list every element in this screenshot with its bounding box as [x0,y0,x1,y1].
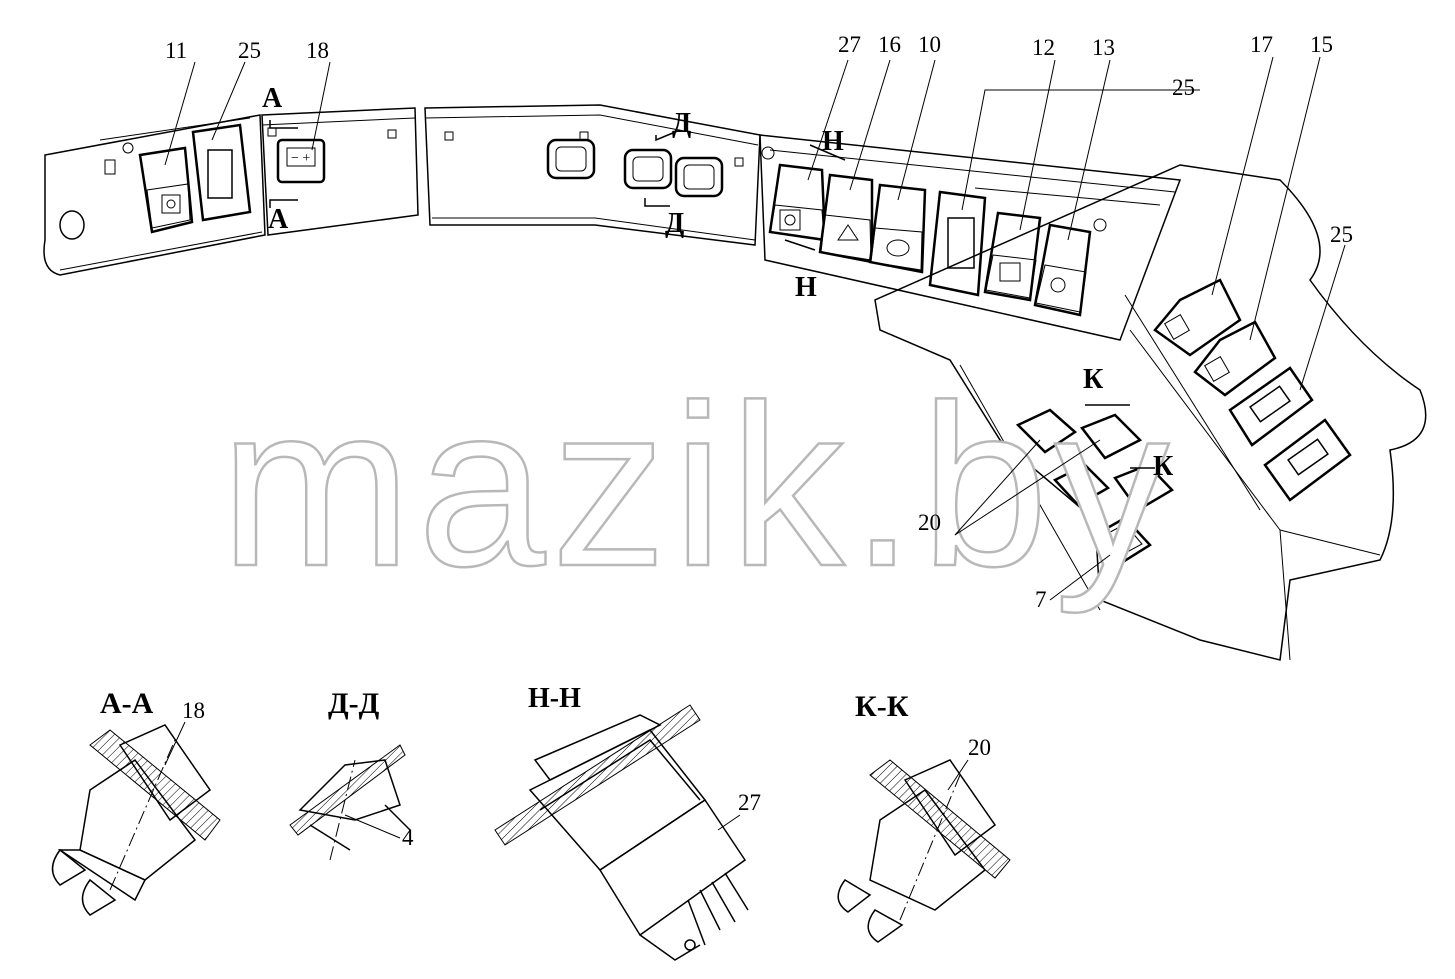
callout-11: 11 [165,38,187,63]
section-mark-n-bottom: Н [795,272,817,303]
callout-17: 17 [1250,32,1273,57]
section-aa: А-А 18 [51,687,221,916]
callout-10: 10 [918,32,941,57]
headlight-switch-13 [1033,223,1092,317]
callout-25: 25 [238,38,261,63]
blank-switch-25 [191,123,252,222]
section-cut-marks: А А Д Д Н Н К К [262,83,1174,482]
section-dd-callout: 4 [402,825,414,850]
leader-lines [164,56,1346,601]
section-nn-title: Н-Н [528,683,581,714]
section-nn: Н-Н 27 [494,683,761,961]
button-4-left [546,138,596,180]
button-4-pair [623,148,724,198]
section-mark-n-top: Н [822,126,844,157]
side-console [874,164,1427,661]
section-dd-title: Д-Д [328,687,380,720]
callout-25c: 25 [1330,222,1353,247]
section-kk: К-К 20 [837,690,1011,943]
blank-switch-25b [928,190,987,297]
callout-7: 7 [1035,587,1047,612]
small-buttons-20 [1015,408,1174,512]
right-upper-panel [759,134,1182,341]
section-mark-k-right: К [1153,451,1174,482]
left-panel [43,114,266,276]
fan-switch-27 [768,163,827,242]
rocker-switch-11 [138,146,194,234]
switch-15 [1193,320,1277,397]
rear-heat-switch-12 [983,211,1042,302]
callout-15: 15 [1310,32,1333,57]
callout-20: 20 [918,510,941,535]
switch-17 [1153,278,1242,357]
center-panel [424,104,761,246]
battery-switch-18: − + [276,138,326,184]
section-mark-a-bottom: А [268,204,289,235]
watermark: mazik.by [220,357,1175,614]
hazard-switch-16 [818,173,874,264]
upper-panel-a: − + [261,107,419,236]
section-aa-title: А-А [100,687,154,720]
svg-text:− +: − + [291,151,310,166]
blank-switch-25c [1228,366,1352,502]
section-nn-callout: 27 [738,790,761,815]
section-dd: Д-Д 4 [289,687,414,861]
section-kk-title: К-К [855,690,909,723]
callout-16: 16 [878,32,901,57]
callout-25b: 25 [1172,75,1195,100]
fog-light-switch-10 [868,183,927,274]
callout-18: 18 [306,38,329,63]
section-mark-d-bottom: Д [665,208,684,239]
section-mark-a-top: А [262,83,283,114]
button-7 [1093,516,1152,567]
section-kk-callout: 20 [968,735,991,760]
section-mark-k-top: К [1083,364,1104,395]
section-mark-d-top: Д [672,108,691,139]
callout-27: 27 [838,32,861,57]
section-aa-callout: 18 [182,698,205,723]
callout-13: 13 [1092,35,1115,60]
callout-labels: 11 25 18 27 16 10 12 13 25 17 15 25 20 7 [165,32,1353,612]
callout-12: 12 [1032,35,1055,60]
